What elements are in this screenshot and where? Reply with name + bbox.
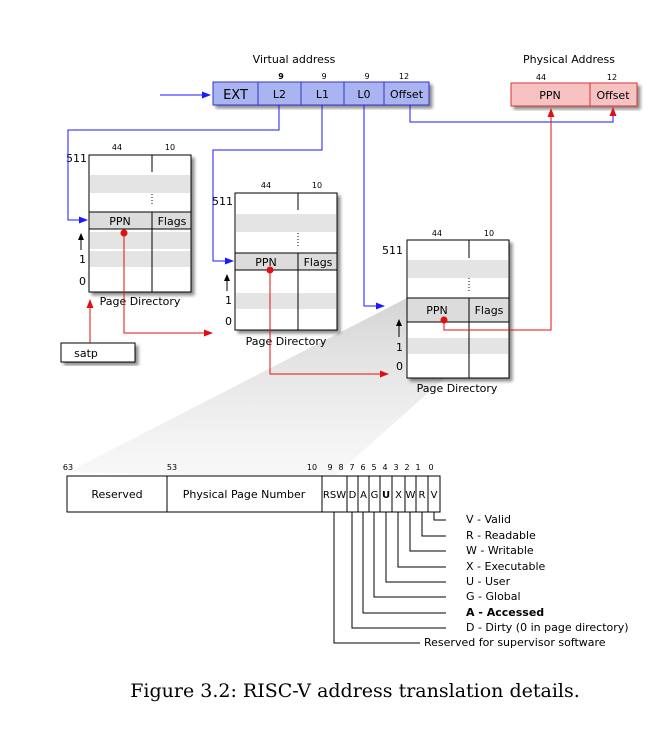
pd2-ppn-label: PPN <box>255 256 277 269</box>
pte-bit-10: 10 <box>307 463 317 472</box>
ppn-arrows <box>86 108 555 378</box>
pd2-ppn-bits: 44 <box>261 181 271 190</box>
zoom-wedge <box>68 298 508 480</box>
legend-valid: V - Valid <box>466 513 511 526</box>
pd2-flags-bits: 10 <box>312 181 322 190</box>
pd3-ppn-dot <box>440 316 448 324</box>
pd2-flags-label: Flags <box>304 256 333 269</box>
pd1-ppn-label: PPN <box>109 215 131 228</box>
legend-rsw: Reserved for supervisor software <box>424 636 606 649</box>
pte-flag-w: W <box>406 490 416 501</box>
virtual-address-box <box>212 81 430 106</box>
figure-caption: Figure 3.2: RISC-V address translation d… <box>130 680 580 702</box>
l2-index-arrow <box>67 105 280 224</box>
page-directory-level2: 44 10 PPN Flags 511 1 0 Page Directory <box>66 143 192 308</box>
pte-flag-g: G <box>371 490 379 501</box>
pte-ppn: Physical Page Number <box>183 488 306 501</box>
pte-format: 63 53 10 9 8 7 6 5 4 3 2 1 0 Reserved Ph… <box>63 463 441 513</box>
pte-bit-63: 63 <box>63 463 73 472</box>
pd2-row-1: 1 <box>225 294 232 307</box>
pte-reserved: Reserved <box>91 488 142 501</box>
pd2-ppn-dot <box>266 266 274 274</box>
pd1-row-1: 1 <box>79 253 86 266</box>
legend-global: G - Global <box>466 590 521 603</box>
virtual-address-title: Virtual address <box>253 53 336 66</box>
pd1-row-511: 511 <box>66 152 87 165</box>
satp-register: satp <box>60 342 136 363</box>
pd1-row-0: 0 <box>79 275 86 288</box>
pd1-ppn-arrow <box>123 233 213 337</box>
page-directory-level1: 44 10 PPN Flags 511 1 0 Page Directory <box>212 181 338 348</box>
pte-flag-u: U <box>382 490 390 501</box>
pd1-ppn-bits: 44 <box>112 143 122 152</box>
pte-bit-6: 6 <box>360 463 365 472</box>
legend-readable: R - Readable <box>466 529 536 542</box>
pd3-title: Page Directory <box>417 382 498 395</box>
pte-rsw: RSW <box>323 490 346 501</box>
pte-bit-4: 4 <box>382 463 387 472</box>
pd3-ppn-bits: 44 <box>432 229 442 238</box>
pd1-flags-label: Flags <box>158 215 187 228</box>
pd2-ppn-arrow <box>269 270 389 378</box>
pte-bit-7: 7 <box>349 463 354 472</box>
page-directory-level0: 44 10 PPN Flags 511 1 0 Page Directory <box>382 229 510 395</box>
pte-bit-53: 53 <box>167 463 177 472</box>
pd1-flags-bits: 10 <box>165 143 175 152</box>
pa-field-ppn: PPN <box>539 89 561 102</box>
pte-bit-9: 9 <box>327 463 332 472</box>
pd3-flags-label: Flags <box>475 304 504 317</box>
pd3-row-511: 511 <box>382 244 403 257</box>
legend-accessed: A - Accessed <box>466 606 544 619</box>
pa-bits-offset: 12 <box>607 73 617 82</box>
pte-bit-8: 8 <box>338 463 343 472</box>
va-field-l0: L0 <box>357 88 370 101</box>
pd3-ppn-arrow <box>443 108 555 331</box>
pd3-ppn-label: PPN <box>426 304 448 317</box>
legend-writable: W - Writable <box>466 544 534 557</box>
legend-executable: X - Executable <box>466 560 545 573</box>
pd3-flags-bits: 10 <box>484 229 494 238</box>
legend-user: U - User <box>466 575 511 588</box>
va-field-offset: Offset <box>390 88 424 101</box>
offset-arrow <box>409 105 614 123</box>
pa-field-offset: Offset <box>596 89 630 102</box>
flag-legend: V - Valid R - Readable W - Writable X - … <box>424 513 629 649</box>
virtual-address: Virtual address EXT L2 L1 L0 Offset 9 9 … <box>212 53 430 106</box>
va-field-ext: EXT <box>223 88 248 103</box>
pd2-row-0: 0 <box>225 315 232 328</box>
pa-bits-ppn: 44 <box>536 73 546 82</box>
physical-address-title: Physical Address <box>523 53 615 66</box>
pte-bit-3: 3 <box>393 463 398 472</box>
l1-index-arrow <box>212 105 323 265</box>
pte-flag-v: V <box>431 490 438 501</box>
pte-flag-r: R <box>419 490 426 501</box>
pte-flag-d: D <box>349 490 357 501</box>
legend-dirty: D - Dirty (0 in page directory) <box>466 621 629 634</box>
va-field-l2: L2 <box>273 88 286 101</box>
pte-bit-1: 1 <box>415 463 420 472</box>
pte-bit-0: 0 <box>428 463 433 472</box>
va-field-l1: L1 <box>316 88 329 101</box>
va-bits-l0: 9 <box>364 72 369 81</box>
pte-flag-x: X <box>395 490 402 501</box>
pte-flag-a: A <box>360 490 367 501</box>
pd3-row-0: 0 <box>396 360 403 373</box>
pd2-row-511: 511 <box>212 195 233 208</box>
pd3-row-1: 1 <box>396 341 403 354</box>
pd1-title: Page Directory <box>100 295 181 308</box>
physical-address-box <box>510 82 638 107</box>
legend-leaders <box>333 512 446 644</box>
va-bits-l2: 9 <box>278 72 284 81</box>
pte-bit-5: 5 <box>371 463 376 472</box>
va-bits-l1: 9 <box>321 72 326 81</box>
physical-address: Physical Address PPN Offset 44 12 <box>510 53 638 107</box>
va-bits-offset: 12 <box>399 72 409 81</box>
pd2-title: Page Directory <box>246 335 327 348</box>
pte-bit-2: 2 <box>404 463 409 472</box>
pd1-ppn-dot <box>120 229 128 237</box>
l0-index-arrow <box>363 105 385 310</box>
satp-label: satp <box>74 347 98 360</box>
